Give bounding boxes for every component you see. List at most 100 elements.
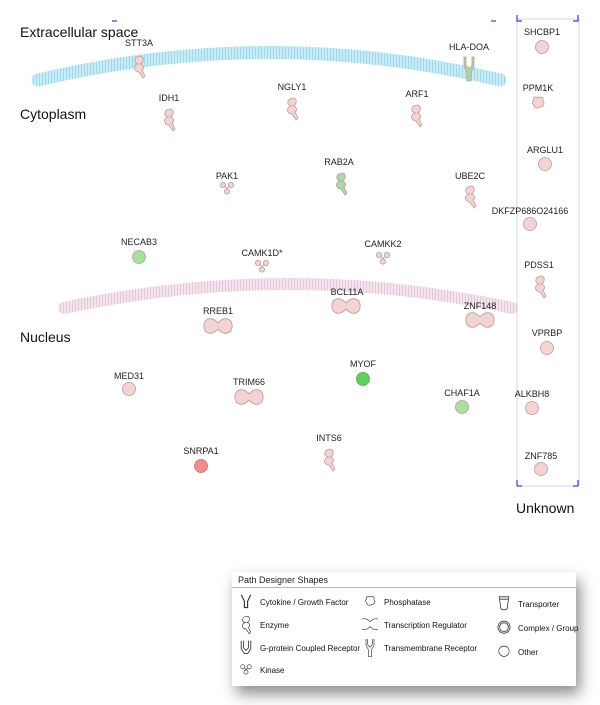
- node-label: STT3A: [125, 38, 153, 48]
- phosphatase-icon: [532, 96, 545, 109]
- node-label: CHAF1A: [444, 388, 480, 398]
- transcription-regulator-icon: [234, 389, 264, 405]
- kinase-icon: [255, 260, 269, 273]
- node-alkbh8[interactable]: ALKBH8: [515, 389, 550, 415]
- node-bcl11a[interactable]: BCL11A: [331, 287, 364, 314]
- legend-title: Path Designer Shapes: [238, 575, 329, 585]
- legend-item-gpcr: G-protein Coupled Receptor: [238, 638, 360, 658]
- node-label: CAMKK2: [364, 239, 401, 249]
- node-label: PPM1K: [523, 83, 554, 93]
- node-ppm1k[interactable]: PPM1K: [523, 83, 554, 109]
- node-trim66[interactable]: TRIM66: [233, 377, 265, 405]
- legend-item-label: Complex / Group: [518, 623, 579, 633]
- enzyme-icon: [134, 55, 146, 79]
- node-znf148[interactable]: ZNF148: [464, 301, 497, 328]
- node-dkfzp[interactable]: DKFZP686O24166: [492, 206, 569, 231]
- region-label-nucleus: Nucleus: [20, 329, 71, 345]
- node-arf1[interactable]: ARF1: [405, 89, 429, 128]
- node-arglu1[interactable]: ARGLU1: [527, 145, 563, 171]
- node-ngly1[interactable]: NGLY1: [278, 82, 307, 121]
- plasma-membrane: [31, 46, 507, 87]
- corner-markers: [112, 15, 579, 487]
- complex-icon: [497, 620, 511, 634]
- node-necab3[interactable]: NECAB3: [121, 237, 157, 264]
- node-med31[interactable]: MED31: [114, 371, 144, 396]
- legend-item-label: Transmembrane Receptor: [384, 643, 478, 653]
- legend-item-enzyme: Enzyme: [238, 615, 289, 635]
- other-icon: [534, 462, 548, 476]
- node-vprbp[interactable]: VPRBP: [532, 328, 563, 355]
- node-label: NECAB3: [121, 237, 157, 247]
- node-label: TRIM66: [233, 377, 265, 387]
- enzyme-icon: [535, 275, 547, 299]
- other-icon: [194, 459, 208, 473]
- legend-item-kinase: Kinase: [238, 660, 284, 680]
- node-znf785[interactable]: ZNF785: [525, 451, 558, 476]
- node-camkk2[interactable]: CAMKK2: [364, 239, 402, 265]
- node-label: DKFZP686O24166: [492, 206, 569, 216]
- node-label: INTS6: [316, 433, 342, 443]
- node-label: RAB2A: [324, 157, 354, 167]
- other-icon: [356, 372, 370, 386]
- enzyme-icon: [336, 172, 348, 196]
- node-ube2c[interactable]: UBE2C: [455, 171, 486, 209]
- legend-item-label: Other: [518, 647, 539, 657]
- node-pak1[interactable]: PAK1: [216, 171, 238, 195]
- other-icon: [535, 40, 549, 54]
- phosphatase-icon: [365, 596, 376, 606]
- node-shcbp1[interactable]: SHCBP1: [524, 27, 560, 54]
- legend-item-transporter: Transporter: [496, 594, 559, 614]
- unknown-region-box: [516, 18, 580, 487]
- other-icon: [498, 645, 510, 657]
- node-rreb1[interactable]: RREB1: [203, 306, 233, 334]
- node-label: CAMK1D*: [241, 248, 283, 258]
- node-idh1[interactable]: IDH1: [159, 93, 180, 132]
- node-chaf1a[interactable]: CHAF1A: [444, 388, 480, 414]
- legend-item-label: Kinase: [260, 665, 285, 675]
- transcription-regulator-icon: [465, 312, 495, 328]
- node-stt3a[interactable]: STT3A: [125, 38, 153, 79]
- transporter-icon: [498, 596, 510, 611]
- node-label: BCL11A: [331, 287, 364, 297]
- transmembrane-receptor-icon: [365, 639, 375, 657]
- kinase-icon: [376, 252, 390, 265]
- node-ints6[interactable]: INTS6: [316, 433, 342, 472]
- node-camk1d[interactable]: CAMK1D*: [241, 248, 283, 273]
- node-pdss1[interactable]: PDSS1: [524, 260, 554, 299]
- enzyme-icon: [324, 448, 336, 472]
- node-label: ZNF148: [464, 301, 497, 311]
- cytokine-icon: [240, 594, 252, 609]
- node-snrpa1[interactable]: SNRPA1: [183, 446, 219, 473]
- node-myof[interactable]: MYOF: [350, 359, 377, 386]
- region-label-extracellular: Extracellular space: [20, 24, 138, 40]
- other-icon: [538, 157, 552, 171]
- other-icon: [132, 250, 146, 264]
- other-icon: [525, 401, 539, 415]
- node-label: IDH1: [159, 93, 180, 103]
- other-icon: [455, 400, 469, 414]
- other-icon: [540, 341, 554, 355]
- legend-divider: [232, 587, 576, 588]
- region-label-cytoplasm: Cytoplasm: [20, 106, 86, 122]
- kinase-icon: [240, 664, 252, 675]
- node-label: RREB1: [203, 306, 233, 316]
- node-label: NGLY1: [278, 82, 307, 92]
- node-label: ALKBH8: [515, 389, 550, 399]
- transcription-regulator-icon: [362, 618, 378, 631]
- enzyme-icon: [465, 185, 477, 209]
- node-label: MED31: [114, 371, 144, 381]
- node-label: SHCBP1: [524, 27, 560, 37]
- enzyme-icon: [164, 108, 176, 132]
- nuclear-membrane: [58, 278, 518, 314]
- node-label: PAK1: [216, 171, 238, 181]
- gpcr-icon: [240, 640, 252, 655]
- other-icon: [122, 382, 136, 396]
- node-label: VPRBP: [532, 328, 563, 338]
- legend-item-label: Cytokine / Growth Factor: [260, 597, 349, 607]
- node-hladoa[interactable]: HLA-DOA: [449, 42, 489, 82]
- transmembrane-receptor-icon: [463, 56, 475, 82]
- transcription-regulator-icon: [331, 298, 361, 314]
- node-rab2a[interactable]: RAB2A: [324, 157, 354, 196]
